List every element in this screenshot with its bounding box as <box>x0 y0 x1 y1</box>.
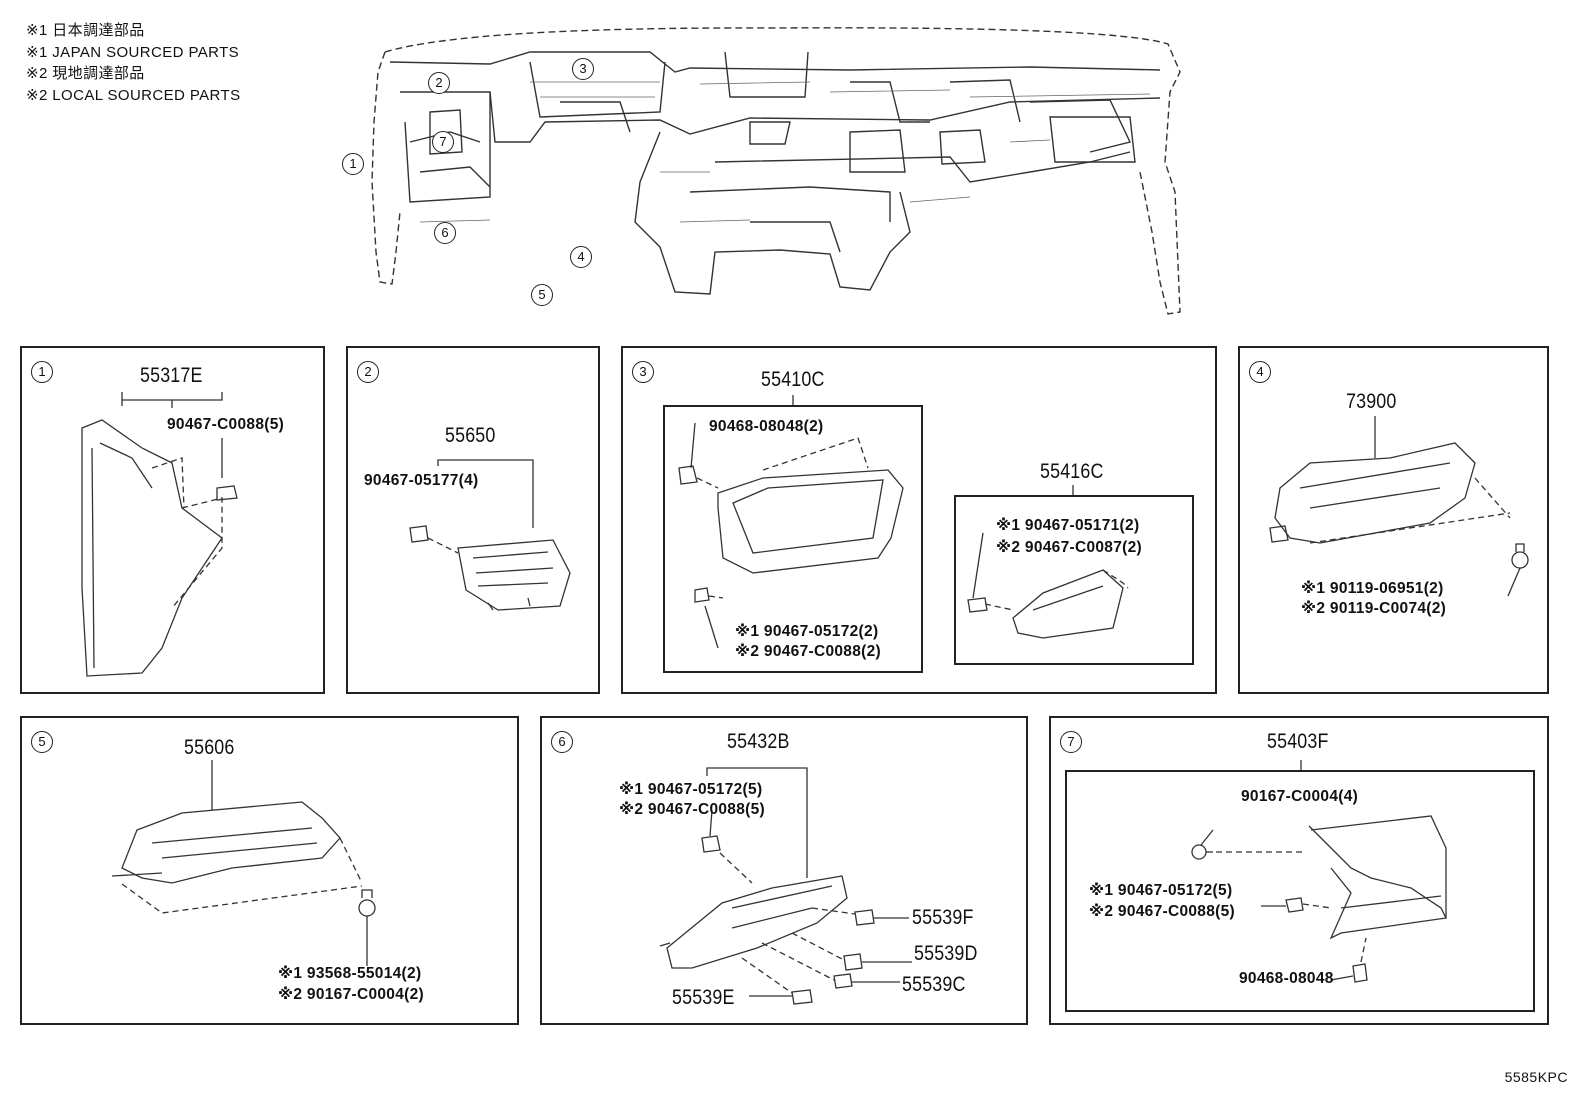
panel-3-right-part-2: ※2 90467-C0087(2) <box>996 539 1142 556</box>
panel-1-part-a: 90467-C0088(5) <box>167 416 285 433</box>
panel-6-top-2: ※2 90467-C0088(5) <box>619 801 765 818</box>
panel-7-number: 7 <box>1060 731 1082 753</box>
panel-2-main-part: 55650 <box>445 424 496 447</box>
panel-1-main-part: 55317E <box>140 364 203 387</box>
panel-5-drawing <box>111 760 376 966</box>
panel-7-mid-2: ※2 90467-C0088(5) <box>1089 903 1235 920</box>
panel-5-lower-cover: 5 55606 ※1 93568-55014(2) ※2 90167-C0004… <box>20 716 519 1025</box>
panel-3-left-bottom-1: ※1 90467-05172(2) <box>735 623 879 640</box>
panel-3-right-group <box>954 495 1194 665</box>
panel-4-bottom-2: ※2 90119-C0074(2) <box>1301 600 1447 617</box>
overview-callout-5: 5 <box>531 284 553 306</box>
panel-3-number: 3 <box>632 361 654 383</box>
instrument-panel-overview <box>371 27 1181 315</box>
panel-2-switch-module: 2 55650 90467-05177(4) <box>346 346 600 694</box>
diagram-code: 5585KPC <box>1504 1069 1568 1085</box>
note-2-en: ※2 LOCAL SOURCED PARTS <box>26 86 241 104</box>
panel-1-number: 1 <box>31 361 53 383</box>
panel-7-bottom-part: 90468-08048 <box>1239 970 1334 987</box>
panel-3-main-right: 55416C <box>1040 460 1104 483</box>
note-1-en: ※1 JAPAN SOURCED PARTS <box>26 43 240 61</box>
note-2-ja: ※2 現地調達部品 <box>26 65 145 82</box>
panel-3-right-part-1: ※1 90467-05171(2) <box>996 517 1140 534</box>
panel-3-main-left: 55410C <box>761 368 825 391</box>
overview-callout-1: 1 <box>342 153 364 175</box>
panel-6-part-c: 55539C <box>902 973 966 996</box>
note-1-ja: ※1 日本調達部品 <box>26 22 145 39</box>
panel-2-part-a: 90467-05177(4) <box>364 472 479 489</box>
panel-4-drawing <box>1269 416 1529 597</box>
panel-7-main-part: 55403F <box>1267 730 1329 753</box>
panel-7-lower-panel: 7 55403F 90167-C0004(4) ※1 90467-05172(5… <box>1049 716 1549 1025</box>
overview-callout-7: 7 <box>432 131 454 153</box>
panel-4-airbag: 4 73900 ※1 90119-06951(2) ※2 90119-C0074… <box>1238 346 1549 694</box>
panel-6-part-d: 55539D <box>914 942 978 965</box>
panel-2-number: 2 <box>357 361 379 383</box>
panel-6-top-1: ※1 90467-05172(5) <box>619 781 763 798</box>
overview-callout-6: 6 <box>434 222 456 244</box>
panel-1-drawing <box>81 392 238 677</box>
panel-3-drawing <box>678 395 1129 649</box>
overview-callout-2: 2 <box>428 72 450 94</box>
panel-3-cluster-cover: 3 55410C 55416C 90468-08048(2) ※1 90467-… <box>621 346 1217 694</box>
panel-6-number: 6 <box>551 731 573 753</box>
overview-callout-3: 3 <box>572 58 594 80</box>
sourcing-notes: ※1 日本調達部品 ※1 JAPAN SOURCED PARTS ※2 現地調達… <box>26 20 240 106</box>
panel-6-part-f: 55539F <box>912 906 974 929</box>
panel-2-drawing <box>409 459 571 611</box>
panel-5-main-part: 55606 <box>184 736 235 759</box>
panel-7-top-part: 90167-C0004(4) <box>1241 788 1359 805</box>
panel-5-bottom-1: ※1 93568-55014(2) <box>278 965 422 982</box>
panel-4-number: 4 <box>1249 361 1271 383</box>
panel-6-part-e: 55539E <box>672 986 735 1009</box>
panel-7-drawing <box>1191 760 1447 983</box>
panel-1-side-panel: 1 55317E 90467-C0088(5) <box>20 346 325 694</box>
panel-3-left-top-part: 90468-08048(2) <box>709 418 824 435</box>
panel-6-drawing <box>659 767 912 1005</box>
panel-7-mid-1: ※1 90467-05172(5) <box>1089 882 1233 899</box>
panel-6-main-part: 55432B <box>727 730 790 753</box>
overview-callout-4: 4 <box>570 246 592 268</box>
panel-3-left-group <box>663 405 923 673</box>
panel-6-center-panel: 6 55432B ※1 90467-05172(5) ※2 90467-C008… <box>540 716 1028 1025</box>
panel-5-bottom-2: ※2 90167-C0004(2) <box>278 986 424 1003</box>
panel-7-inner-group <box>1065 770 1535 1012</box>
panel-4-bottom-1: ※1 90119-06951(2) <box>1301 580 1444 597</box>
panel-5-number: 5 <box>31 731 53 753</box>
panel-3-left-bottom-2: ※2 90467-C0088(2) <box>735 643 881 660</box>
panel-4-main-part: 73900 <box>1346 390 1397 413</box>
